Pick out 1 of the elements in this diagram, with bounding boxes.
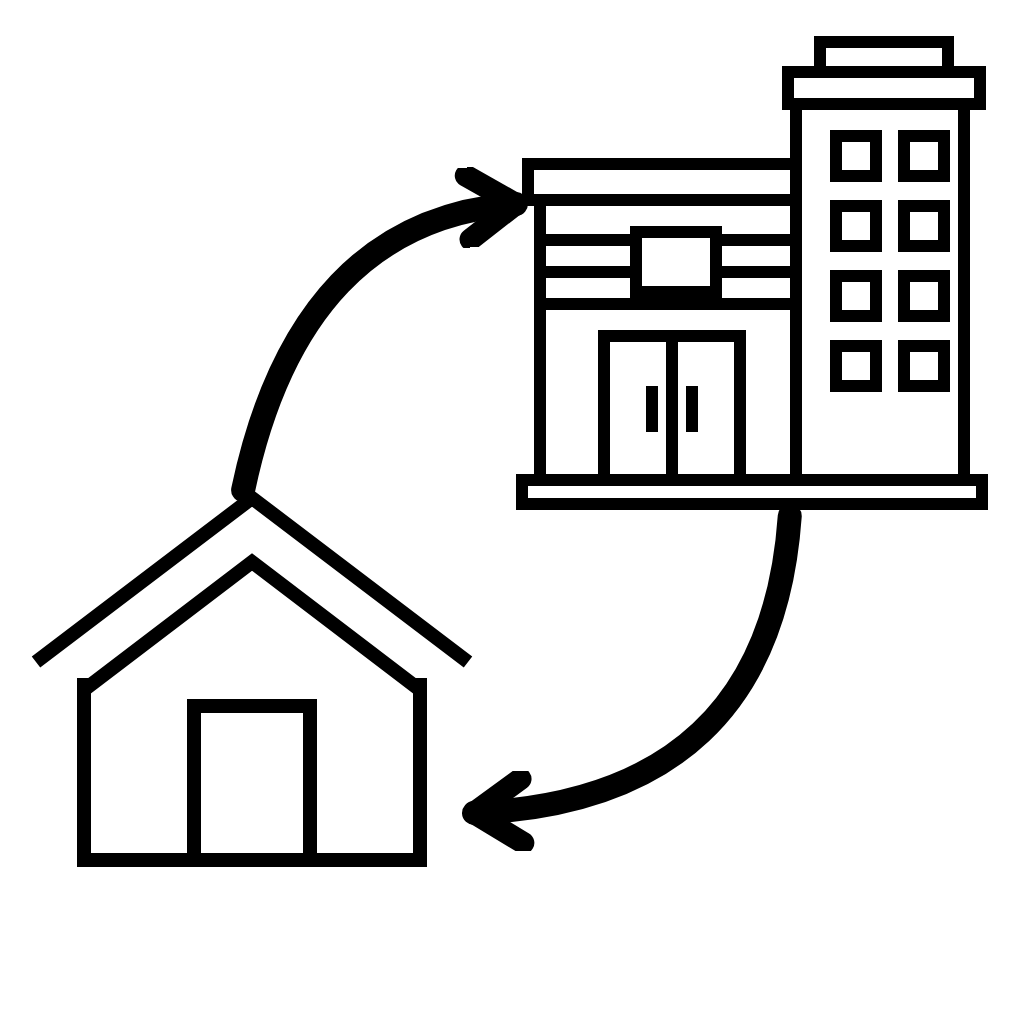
curved-arrow — [231, 167, 528, 502]
